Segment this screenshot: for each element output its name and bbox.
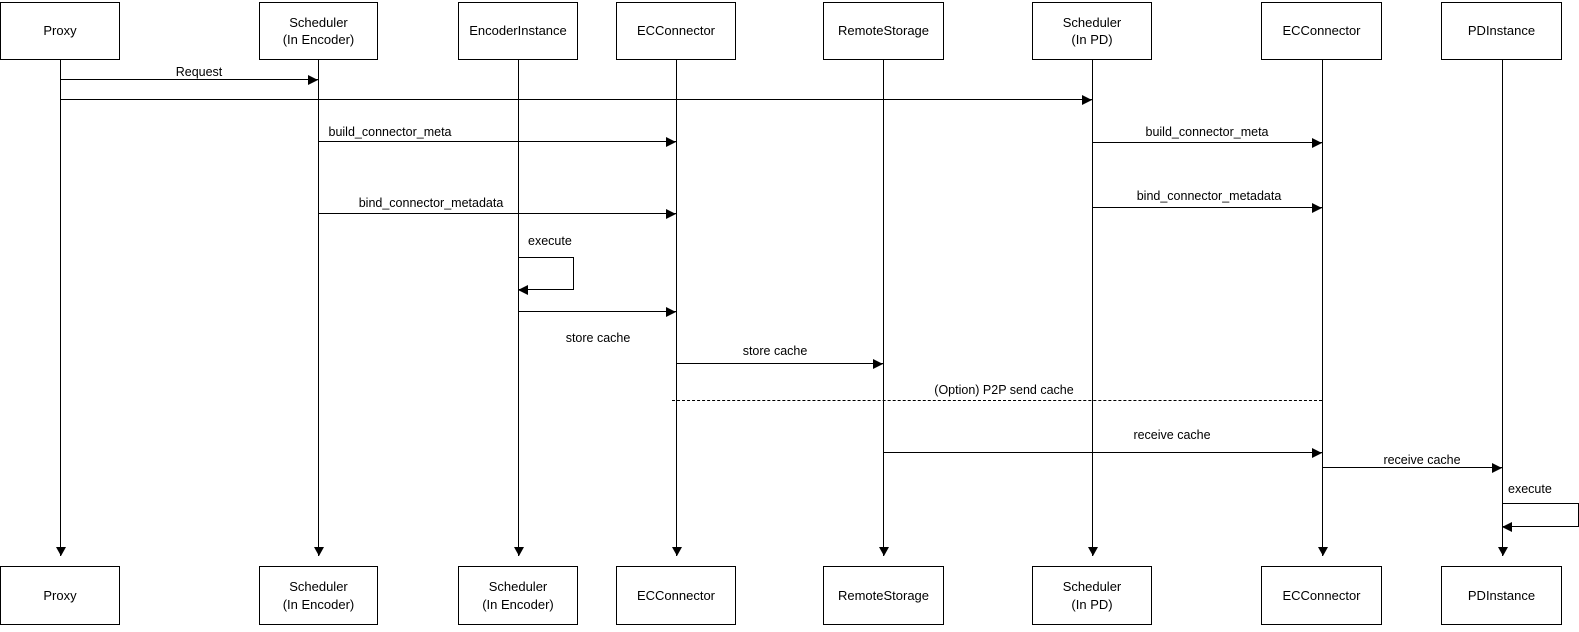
message-arrowhead-bind-meta-right	[1312, 203, 1322, 213]
lifeline-ec-connector-1	[676, 60, 677, 556]
message-line-bind-meta-right[interactable]	[1092, 207, 1322, 208]
self-message-loop-execute-pd[interactable]	[1502, 503, 1579, 527]
participant-bottom-label-scheduler-pd: Scheduler (In PD)	[1062, 579, 1122, 612]
participant-top-encoder-instance[interactable]: EncoderInstance	[458, 2, 578, 60]
participant-bottom-scheduler-enc[interactable]: Scheduler (In Encoder)	[259, 566, 378, 625]
participant-bottom-ec-connector-1[interactable]: ECConnector	[616, 566, 736, 625]
message-arrowhead-receive-cache-ec2	[1312, 448, 1322, 458]
participant-top-pd-instance[interactable]: PDInstance	[1441, 2, 1562, 60]
message-label-store-cache-remote: store cache	[742, 344, 808, 358]
participant-top-label-pd-instance: PDInstance	[1467, 23, 1536, 39]
participant-bottom-encoder-instance[interactable]: Scheduler (In Encoder)	[458, 566, 578, 625]
participant-bottom-label-encoder-instance: Scheduler (In Encoder)	[482, 579, 554, 612]
participant-bottom-label-pd-instance: PDInstance	[1467, 587, 1536, 603]
message-line-store-cache-enc[interactable]	[518, 311, 676, 312]
participant-bottom-label-remote-storage: RemoteStorage	[837, 587, 930, 603]
participant-bottom-proxy[interactable]: Proxy	[0, 566, 120, 625]
message-label-receive-cache-ec2: receive cache	[1133, 428, 1211, 442]
lifeline-end-arrow-pd-instance	[1498, 547, 1508, 556]
participant-top-label-proxy: Proxy	[43, 23, 77, 39]
participant-bottom-label-scheduler-enc: Scheduler (In Encoder)	[282, 579, 355, 612]
message-line-build-meta-right[interactable]	[1092, 142, 1322, 143]
message-line-store-cache-remote[interactable]	[676, 363, 883, 364]
message-arrowhead-store-cache-enc	[666, 307, 676, 317]
message-line-receive-cache-pd[interactable]	[1322, 467, 1502, 468]
participant-top-ec-connector-1[interactable]: ECConnector	[616, 2, 736, 60]
message-label-bind-meta-left: bind_connector_metadata	[358, 196, 504, 210]
participant-top-proxy[interactable]: Proxy	[0, 2, 120, 60]
self-message-label-execute-pd: execute	[1508, 482, 1552, 496]
lifeline-end-arrow-scheduler-enc	[314, 547, 324, 556]
participant-top-label-remote-storage: RemoteStorage	[837, 23, 930, 39]
lifeline-proxy	[60, 60, 61, 556]
message-arrowhead-bind-meta-left	[666, 209, 676, 219]
message-arrowhead-proxy-to-pd	[1082, 95, 1092, 105]
message-arrowhead-build-meta-right	[1312, 138, 1322, 148]
participant-top-label-ec-connector-1: ECConnector	[636, 23, 716, 39]
message-line-receive-cache-ec2[interactable]	[883, 452, 1322, 453]
message-line-p2p-send-cache[interactable]	[672, 400, 1322, 401]
lifeline-end-arrow-encoder-instance	[514, 547, 524, 556]
message-label-bind-meta-right: bind_connector_metadata	[1136, 189, 1282, 203]
message-line-proxy-to-pd[interactable]	[60, 99, 1092, 100]
participant-bottom-scheduler-pd[interactable]: Scheduler (In PD)	[1032, 566, 1152, 625]
self-message-loop-execute-encoder[interactable]	[518, 257, 574, 290]
participant-bottom-pd-instance[interactable]: PDInstance	[1441, 566, 1562, 625]
self-message-arrowhead-execute-pd	[1502, 522, 1512, 532]
lifeline-end-arrow-ec-connector-2	[1318, 547, 1328, 556]
message-arrowhead-build-meta-left	[666, 137, 676, 147]
message-label-store-cache-enc: store cache	[565, 331, 631, 345]
message-label-p2p-send-cache: (Option) P2P send cache	[934, 383, 1074, 397]
message-label-receive-cache-pd: receive cache	[1383, 453, 1461, 467]
lifeline-scheduler-pd	[1092, 60, 1093, 556]
participant-top-scheduler-enc[interactable]: Scheduler (In Encoder)	[259, 2, 378, 60]
participant-top-label-ec-connector-2: ECConnector	[1282, 23, 1361, 39]
lifeline-ec-connector-2	[1322, 60, 1323, 556]
self-message-label-execute-encoder: execute	[528, 234, 572, 248]
participant-top-remote-storage[interactable]: RemoteStorage	[823, 2, 944, 60]
participant-top-scheduler-pd[interactable]: Scheduler (In PD)	[1032, 2, 1152, 60]
message-label-build-meta-left: build_connector_meta	[328, 125, 452, 139]
participant-top-label-scheduler-pd: Scheduler (In PD)	[1062, 14, 1122, 47]
lifeline-end-arrow-proxy	[56, 547, 66, 556]
participant-bottom-remote-storage[interactable]: RemoteStorage	[823, 566, 944, 625]
lifeline-end-arrow-remote-storage	[879, 547, 889, 556]
message-line-bind-meta-left[interactable]	[318, 213, 676, 214]
self-message-arrowhead-execute-encoder	[518, 285, 528, 295]
lifeline-pd-instance	[1502, 60, 1503, 556]
participant-top-label-encoder-instance: EncoderInstance	[469, 23, 567, 39]
lifeline-end-arrow-ec-connector-1	[672, 547, 682, 556]
message-arrowhead-store-cache-remote	[873, 359, 883, 369]
message-line-request[interactable]	[60, 79, 318, 80]
lifeline-end-arrow-scheduler-pd	[1088, 547, 1098, 556]
message-line-build-meta-left[interactable]	[318, 141, 676, 142]
participant-bottom-ec-connector-2[interactable]: ECConnector	[1261, 566, 1382, 625]
lifeline-encoder-instance	[518, 60, 519, 556]
lifeline-scheduler-enc	[318, 60, 319, 556]
message-arrowhead-request	[308, 75, 318, 85]
participant-top-label-scheduler-enc: Scheduler (In Encoder)	[282, 14, 355, 47]
participant-top-ec-connector-2[interactable]: ECConnector	[1261, 2, 1382, 60]
lifeline-remote-storage	[883, 60, 884, 556]
message-arrowhead-receive-cache-pd	[1492, 463, 1502, 473]
participant-bottom-label-proxy: Proxy	[43, 587, 77, 603]
message-label-request: Request	[175, 65, 223, 79]
participant-bottom-label-ec-connector-2: ECConnector	[1282, 587, 1361, 603]
participant-bottom-label-ec-connector-1: ECConnector	[636, 587, 716, 603]
message-label-build-meta-right: build_connector_meta	[1145, 125, 1269, 139]
